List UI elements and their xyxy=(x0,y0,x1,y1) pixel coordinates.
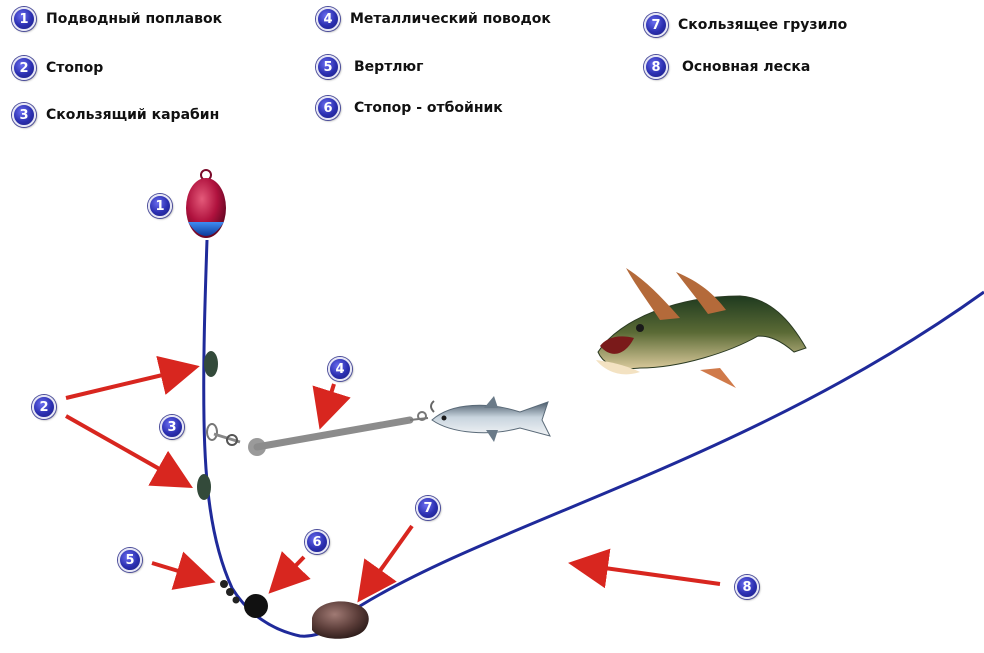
stopper-bead xyxy=(244,594,268,618)
marker-7: 7 xyxy=(416,496,440,520)
sliding-carabiner xyxy=(206,423,241,446)
legend-item-7: 7 Скользящее грузило xyxy=(644,13,847,37)
legend-item-4: 4 Металлический поводок xyxy=(316,7,551,31)
legend-label-3: Скользящий карабин xyxy=(46,107,220,123)
stopper-upper xyxy=(204,351,218,377)
float xyxy=(186,169,226,238)
marker-2: 2 xyxy=(32,395,56,419)
badge-4: 4 xyxy=(316,7,340,31)
legend-label-2: Стопор xyxy=(46,60,104,76)
legend-label-1: Подводный поплавок xyxy=(46,11,223,27)
arrow-2b xyxy=(65,414,193,488)
stopper-lower xyxy=(197,474,211,500)
marker-6: 6 xyxy=(305,530,329,554)
marker-5: 5 xyxy=(118,548,142,572)
badge-8: 8 xyxy=(644,55,668,79)
legend-item-5: 5 Вертлюг xyxy=(316,55,423,79)
marker-8: 8 xyxy=(735,575,759,599)
swivel xyxy=(220,580,240,604)
badge-1: 1 xyxy=(12,7,36,31)
legend-item-6: 6 Стопор - отбойник xyxy=(316,96,503,120)
legend-label-5: Вертлюг xyxy=(354,59,424,75)
main-line xyxy=(202,239,984,638)
badge-6: 6 xyxy=(316,96,340,120)
marker-3: 3 xyxy=(160,415,184,439)
badge-7: 7 xyxy=(644,13,668,37)
arrow-2a xyxy=(65,355,200,400)
arrow-8 xyxy=(568,548,721,589)
metal-leader xyxy=(248,400,435,456)
arrow-7 xyxy=(357,524,414,603)
arrow-6 xyxy=(268,551,311,594)
legend-label-6: Стопор - отбойник xyxy=(354,100,503,116)
arrow-4 xyxy=(312,383,351,430)
arrow-5 xyxy=(151,551,216,590)
legend-label-8: Основная леска xyxy=(682,59,811,75)
bait-fish xyxy=(431,396,551,442)
badge-2: 2 xyxy=(12,56,36,80)
sliding-sinker xyxy=(312,601,369,639)
marker-1: 1 xyxy=(148,194,172,218)
legend-item-1: 1 Подводный поплавок xyxy=(12,7,222,31)
badge-3: 3 xyxy=(12,103,36,127)
legend-item-3: 3 Скользящий карабин xyxy=(12,103,219,127)
legend-label-4: Металлический поводок xyxy=(350,11,551,27)
legend-item-8: 8 Основная леска xyxy=(644,55,810,79)
marker-4: 4 xyxy=(328,357,352,381)
badge-5: 5 xyxy=(316,55,340,79)
legend-label-7: Скользящее грузило xyxy=(678,17,848,33)
legend-item-2: 2 Стопор xyxy=(12,56,103,80)
pike xyxy=(596,268,807,388)
